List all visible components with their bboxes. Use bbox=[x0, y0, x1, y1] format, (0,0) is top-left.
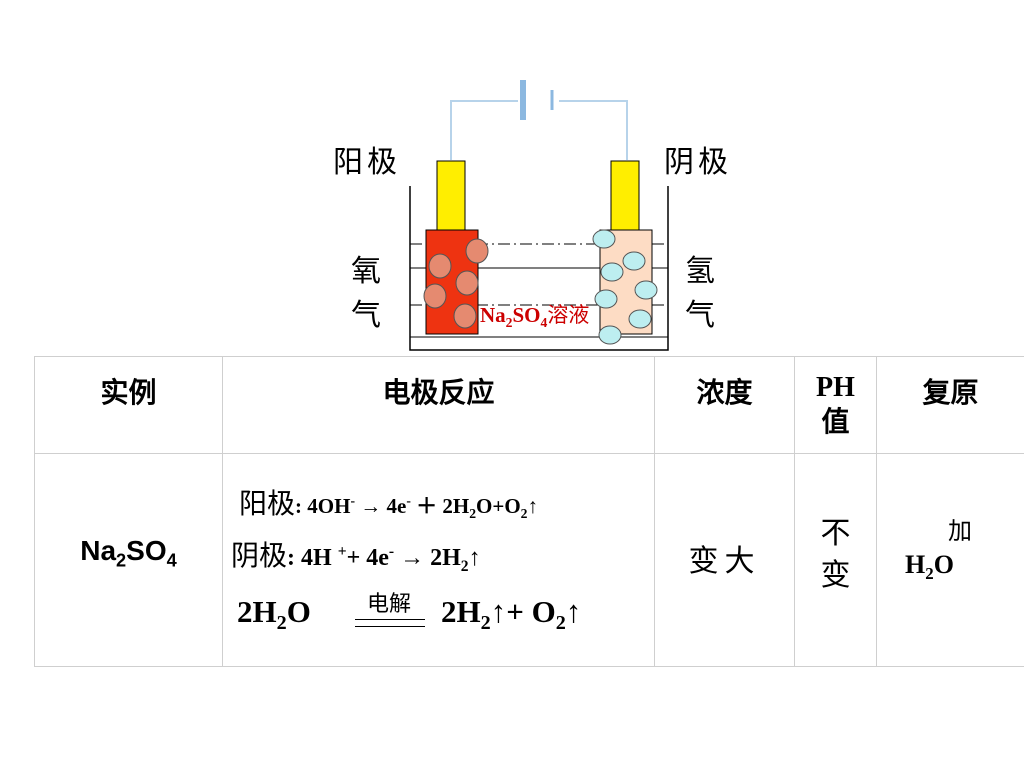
header-ph: PH 值 bbox=[794, 356, 877, 454]
reaction-equals-sign bbox=[355, 619, 425, 627]
solution-label: Na2SO4溶液 bbox=[480, 303, 590, 331]
bubble bbox=[453, 303, 477, 329]
header-restore: 复原 bbox=[876, 356, 1024, 454]
example-formula: Na2SO4 bbox=[80, 534, 177, 571]
anode-label: 阳极 bbox=[333, 145, 401, 180]
hydrogen-bubbles bbox=[592, 229, 658, 345]
oxygen-bubbles bbox=[423, 238, 489, 329]
oxygen-gas-label: 氧 气 bbox=[351, 254, 381, 333]
header-row: 实例 电极反应 浓度 PH 值 复原 bbox=[34, 356, 1024, 454]
anode-reaction: 阳极: 4OH- → 4e- ＋ 2H2O+O2↑ bbox=[239, 487, 538, 522]
wire-left bbox=[450, 100, 518, 160]
overall-reaction: 2H2O bbox=[237, 594, 311, 635]
electrolysis-condition: 电解 bbox=[366, 592, 411, 617]
circuit-wires bbox=[450, 100, 628, 160]
bubble bbox=[598, 325, 622, 345]
wire-right bbox=[559, 100, 628, 160]
cathode-terminal bbox=[610, 160, 640, 232]
bubble bbox=[423, 283, 447, 309]
bubble bbox=[622, 251, 646, 271]
hydrogen-gas-label: 氢 气 bbox=[685, 254, 715, 333]
bubble bbox=[465, 238, 489, 264]
cathode-label: 阴极 bbox=[664, 145, 732, 180]
electrolysis-table: 实例 电极反应 浓度 PH 值 复原 Na2SO4 阳极: 4OH- → 4e-… bbox=[34, 356, 1024, 667]
bubble bbox=[428, 253, 452, 279]
concentration-cell: 变大 bbox=[654, 453, 795, 667]
cathode-reaction: 阴极: 4H ++ 4e- → 2H2↑ bbox=[231, 539, 481, 575]
header-example: 实例 bbox=[34, 356, 223, 454]
electrolysis-diagram bbox=[409, 80, 669, 351]
header-reaction: 电极反应 bbox=[222, 356, 655, 454]
reaction-cell: 阳极: 4OH- → 4e- ＋ 2H2O+O2↑ 阴极: 4H ++ 4e- … bbox=[222, 453, 655, 667]
header-concentration: 浓度 bbox=[654, 356, 795, 454]
overall-products: 2H2↑+ O2↑ bbox=[441, 594, 582, 635]
bubble bbox=[594, 289, 618, 309]
bubble bbox=[455, 270, 479, 296]
ph-cell: 不 变 bbox=[794, 453, 877, 667]
restore-cell: 加 H2O bbox=[876, 453, 1024, 667]
table-row: Na2SO4 阳极: 4OH- → 4e- ＋ 2H2O+O2↑ 阴极: 4H … bbox=[34, 453, 1024, 667]
bubble bbox=[592, 229, 616, 249]
example-cell: Na2SO4 bbox=[34, 453, 223, 667]
anode-terminal bbox=[436, 160, 466, 232]
bubble bbox=[634, 280, 658, 300]
bubble bbox=[600, 262, 624, 282]
battery-icon bbox=[520, 80, 554, 120]
bubble bbox=[628, 309, 652, 329]
